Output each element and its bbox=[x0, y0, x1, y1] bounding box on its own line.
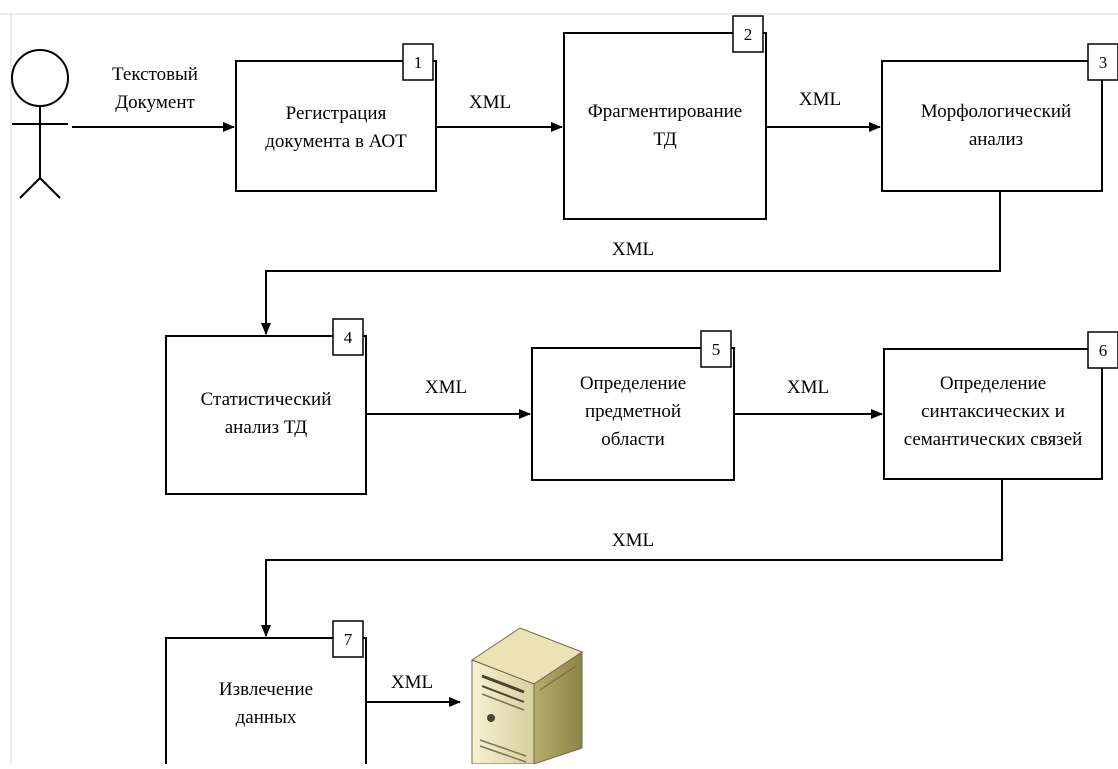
step-6-box: 6 Определение синтаксических и семантиче… bbox=[883, 331, 1118, 480]
step-7-label-line-1: Извлечение bbox=[219, 679, 313, 700]
step-2-number: 2 bbox=[744, 25, 753, 44]
step-7-label-line-2: данных bbox=[236, 707, 297, 728]
step-1-label-line-2: документа в АОТ bbox=[265, 131, 407, 152]
actor-label-line-1: Текстовый bbox=[112, 64, 198, 85]
server-icon bbox=[470, 627, 584, 765]
step-3-number: 3 bbox=[1099, 53, 1108, 72]
step-4-label-line-2: анализ ТД bbox=[225, 417, 308, 438]
step-6-number: 6 bbox=[1099, 341, 1108, 360]
connector-label-3-4: XML bbox=[612, 239, 654, 260]
step-7-box: 7 Извлечение данных bbox=[165, 620, 367, 769]
arrow-step-6-to-7 bbox=[261, 479, 1003, 637]
step-6-label-line-2: синтаксических и bbox=[921, 401, 1065, 422]
step-2-label-line-2: ТД bbox=[653, 129, 676, 150]
step-5-box: 5 Определение предметной области bbox=[531, 330, 735, 481]
step-3-label-line-1: Морфологический bbox=[921, 101, 1071, 122]
step-5-label-line-1: Определение bbox=[580, 373, 686, 394]
step-7-number: 7 bbox=[344, 630, 353, 649]
step-4-label-line-1: Статистический bbox=[201, 389, 332, 410]
step-3-box: 3 Морфологический анализ bbox=[881, 43, 1118, 192]
connector-label-6-7: XML bbox=[612, 530, 654, 551]
step-2-label-line-1: Фрагментирование bbox=[588, 101, 743, 122]
step-6-label-line-1: Определение bbox=[940, 373, 1046, 394]
connector-label-7-server: XML bbox=[391, 672, 433, 693]
step-1-label-line-1: Регистрация bbox=[286, 103, 387, 124]
actor-label-line-2: Документ bbox=[115, 92, 195, 113]
step-2-box: 2 Фрагментирование ТД bbox=[563, 15, 767, 220]
connector-label-5-6: XML bbox=[787, 377, 829, 398]
step-1-number: 1 bbox=[414, 53, 423, 72]
stick-figure-actor-icon bbox=[11, 49, 69, 199]
step-4-box: 4 Статистический анализ ТД bbox=[165, 318, 367, 495]
step-1-box: 1 Регистрация документа в АОТ bbox=[235, 43, 437, 192]
arrow-step-3-to-4 bbox=[261, 191, 1001, 335]
connector-label-1-2: XML bbox=[469, 92, 511, 113]
connector-label-2-3: XML bbox=[799, 89, 841, 110]
step-5-number: 5 bbox=[712, 340, 721, 359]
step-6-label-line-3: семантических связей bbox=[904, 429, 1083, 450]
step-5-label-line-2: предметной bbox=[585, 401, 681, 422]
step-4-number: 4 bbox=[344, 328, 353, 347]
step-3-label-line-2: анализ bbox=[969, 129, 1023, 150]
connector-label-4-5: XML bbox=[425, 377, 467, 398]
step-5-label-line-3: области bbox=[601, 429, 665, 450]
